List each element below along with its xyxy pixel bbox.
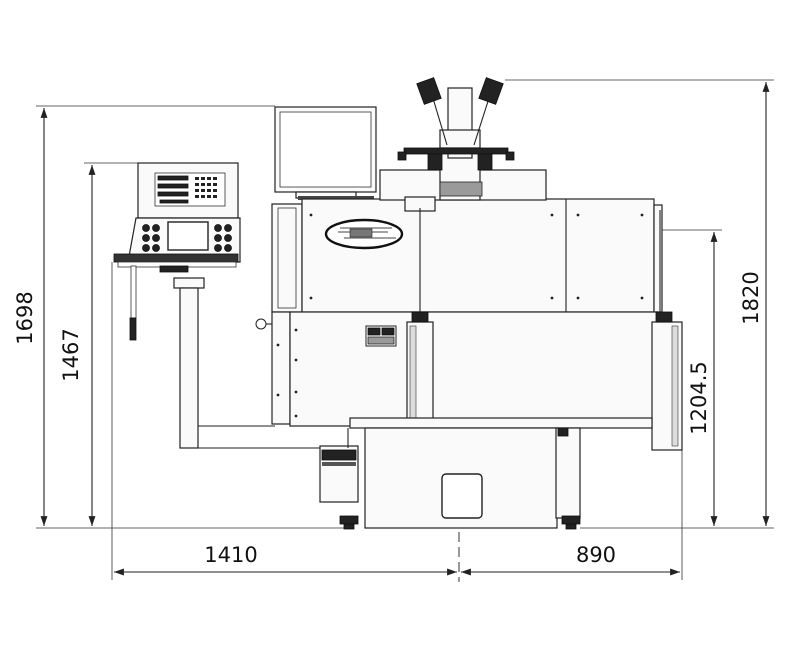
dim-width-left: 1410 <box>204 543 257 567</box>
dim-console-height: 1467 <box>59 328 83 381</box>
control-console <box>113 162 350 449</box>
dim-width-right: 890 <box>576 543 616 567</box>
monitor <box>274 106 377 200</box>
top-head <box>379 77 547 212</box>
lower-body <box>255 208 683 453</box>
machine-drawing <box>113 77 683 530</box>
dim-center-height: 1204.5 <box>687 361 711 434</box>
dimension-lines <box>36 79 774 582</box>
dim-total-height-right: 1820 <box>739 271 763 324</box>
base <box>319 427 581 530</box>
upper-housing <box>271 198 663 313</box>
dim-total-height-left: 1698 <box>13 291 37 344</box>
